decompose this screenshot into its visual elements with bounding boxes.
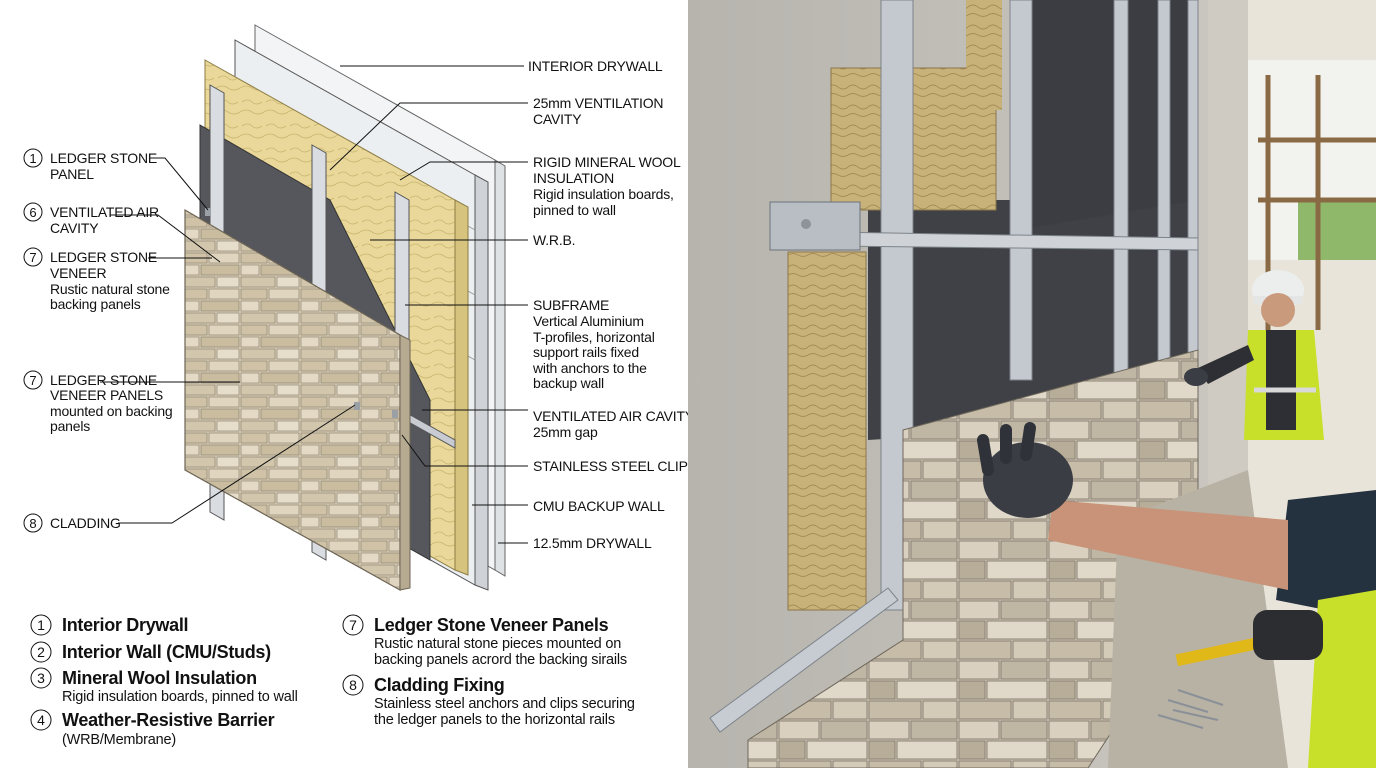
svg-text:Rustic natural stone: Rustic natural stone: [50, 281, 170, 297]
svg-text:Rustic natural stone pieces mo: Rustic natural stone pieces mounted on: [374, 636, 621, 652]
svg-text:VENTILATED AIR: VENTILATED AIR: [50, 204, 159, 220]
utility-knife: [1175, 637, 1257, 667]
worker-foreground: [977, 422, 1376, 768]
diagram-svg: INTERIOR DRYWALL 25mm VENTILATION CAVITY…: [23, 24, 697, 748]
callout-ledger-stone-veneer-panels: 7 LEDGER STONE VENEER PANELS mounted on …: [23, 370, 173, 434]
svg-text:Ledger Stone Veneer Panels: Ledger Stone Veneer Panels: [374, 615, 609, 635]
legend-item-4: 4 Weather-Resistive Barrier (WRB/Membran…: [30, 709, 275, 748]
svg-text:Interior Drywall: Interior Drywall: [62, 615, 188, 635]
callout-subframe: SUBFRAME Vertical Aluminium T-profiles, …: [532, 297, 655, 391]
svg-text:Interior Wall (CMU/Studs): Interior Wall (CMU/Studs): [62, 642, 271, 662]
callout-ledger-stone-veneer: 7 LEDGER STONE VENEER Rustic natural sto…: [23, 247, 170, 312]
svg-text:VENEER: VENEER: [50, 265, 106, 281]
callout-stainless-clips: STAINLESS STEEL CLIPS: [533, 458, 697, 474]
svg-text:CAVITY: CAVITY: [50, 220, 99, 236]
svg-text:LEDGER STONE: LEDGER STONE: [50, 150, 157, 166]
construction-photo: [688, 0, 1376, 768]
svg-text:mounted on backing: mounted on backing: [50, 403, 173, 419]
svg-text:INTERIOR DRYWALL: INTERIOR DRYWALL: [528, 58, 663, 74]
photo-svg: [688, 0, 1376, 768]
callout-ventilated-air-cavity: VENTILATED AIR CAVITY 25mm gap: [533, 408, 695, 440]
svg-text:panels: panels: [50, 418, 90, 434]
stone-cladding-photo: [747, 349, 1199, 768]
svg-text:Cladding Fixing: Cladding Fixing: [374, 675, 505, 695]
svg-text:7: 7: [29, 373, 36, 388]
svg-text:backing panels acrord the back: backing panels acrord the backing sirail…: [374, 652, 627, 668]
svg-text:(WRB/Membrane): (WRB/Membrane): [62, 732, 176, 748]
worker-background: [1184, 270, 1324, 440]
svg-text:with anchors to the: with anchors to the: [532, 360, 647, 376]
svg-text:INSULATION: INSULATION: [533, 170, 614, 186]
svg-text:RIGID MINERAL WOOL: RIGID MINERAL WOOL: [533, 154, 681, 170]
svg-text:2: 2: [37, 644, 45, 660]
leader-lines-left: [100, 157, 356, 524]
legend-item-2: 2 Interior Wall (CMU/Studs): [30, 641, 271, 663]
legend-item-1: 1 Interior Drywall: [30, 614, 189, 636]
svg-text:pinned to wall: pinned to wall: [533, 202, 616, 218]
svg-text:1: 1: [37, 617, 45, 633]
svg-text:7: 7: [349, 617, 357, 633]
svg-text:25mm gap: 25mm gap: [533, 424, 598, 440]
screws-pile: [1157, 689, 1224, 729]
wall-bracket: [769, 201, 861, 251]
leader-lines-right: [329, 65, 528, 544]
svg-text:backup wall: backup wall: [533, 375, 604, 391]
svg-text:W.R.B.: W.R.B.: [533, 232, 575, 248]
svg-text:12.5mm DRYWALL: 12.5mm DRYWALL: [533, 535, 652, 551]
callout-ledger-stone-panel: 1 LEDGER STONE PANEL: [23, 148, 157, 182]
wall-assembly-diagram: INTERIOR DRYWALL 25mm VENTILATION CAVITY…: [23, 24, 698, 748]
ledger-stone-cladding: [184, 208, 411, 592]
svg-text:T-profiles, horizontal: T-profiles, horizontal: [533, 329, 655, 345]
svg-text:VENTILATED AIR CAVITY: VENTILATED AIR CAVITY: [533, 408, 688, 424]
callout-cmu-backup: CMU BACKUP WALL: [533, 498, 665, 514]
svg-text:8: 8: [29, 516, 36, 531]
svg-text:8: 8: [349, 677, 357, 693]
svg-text:LEDGER STONE: LEDGER STONE: [50, 249, 157, 265]
svg-text:SUBFRAME: SUBFRAME: [533, 297, 609, 313]
svg-text:1: 1: [29, 151, 36, 166]
insulation-slab-lower: [787, 251, 867, 611]
callout-interior-drywall: INTERIOR DRYWALL: [528, 58, 663, 74]
callout-ventilated-air-cavity-left: 6 VENTILATED AIR CAVITY: [23, 202, 159, 236]
vertical-profiles-photo: [880, 0, 1199, 611]
svg-text:Rigid insulation boards, pinne: Rigid insulation boards, pinned to wall: [62, 689, 298, 705]
callout-wrb: W.R.B.: [533, 232, 576, 248]
svg-text:CMU BACKUP WALL: CMU BACKUP WALL: [533, 498, 665, 514]
svg-text:6: 6: [29, 205, 36, 220]
svg-text:Vertical Aluminium: Vertical Aluminium: [533, 313, 644, 329]
callout-drywall-12mm: 12.5mm DRYWALL: [533, 535, 652, 551]
svg-text:CAVITY: CAVITY: [533, 111, 582, 127]
legend: 1 Interior Drywall 2 Interior Wall (CMU/…: [30, 614, 635, 748]
svg-text:25mm VENTILATION: 25mm VENTILATION: [533, 95, 663, 111]
svg-text:PANEL: PANEL: [50, 166, 94, 182]
callout-rigid-mineral-wool: RIGID MINERAL WOOL INSULATION Rigid insu…: [533, 154, 681, 218]
svg-text:CLADDING: CLADDING: [50, 515, 121, 531]
svg-text:STAINLESS STEEL CLIPS: STAINLESS STEEL CLIPS: [533, 458, 688, 474]
svg-text:Mineral Wool Insulation: Mineral Wool Insulation: [62, 668, 257, 688]
callout-cladding: 8 CLADDING: [23, 513, 121, 533]
svg-text:the ledger panels to the horiz: the ledger panels to the horizontal rail…: [374, 712, 615, 728]
svg-text:7: 7: [29, 250, 36, 265]
legend-item-7: 7 Ledger Stone Veneer Panels Rustic natu…: [342, 614, 627, 668]
svg-text:Stainless steel anchors and cl: Stainless steel anchors and clips securi…: [374, 696, 635, 712]
svg-text:VENEER PANELS: VENEER PANELS: [50, 387, 163, 403]
stainless-steel-clips: [205, 208, 398, 418]
svg-text:3: 3: [37, 670, 45, 686]
svg-text:4: 4: [37, 712, 45, 728]
svg-text:Rigid insulation boards,: Rigid insulation boards,: [533, 186, 674, 202]
loose-rail: [709, 587, 899, 733]
svg-text:LEDGER STONE: LEDGER STONE: [50, 372, 157, 388]
svg-text:support rails fixed: support rails fixed: [533, 344, 639, 360]
svg-text:backing panels: backing panels: [50, 296, 141, 312]
legend-item-3: 3 Mineral Wool Insulation Rigid insulati…: [30, 667, 298, 705]
legend-item-8: 8 Cladding Fixing Stainless steel anchor…: [342, 674, 635, 728]
svg-text:Weather-Resistive Barrier: Weather-Resistive Barrier: [62, 710, 275, 730]
callout-ventilation-cavity: 25mm VENTILATION CAVITY: [533, 95, 664, 127]
